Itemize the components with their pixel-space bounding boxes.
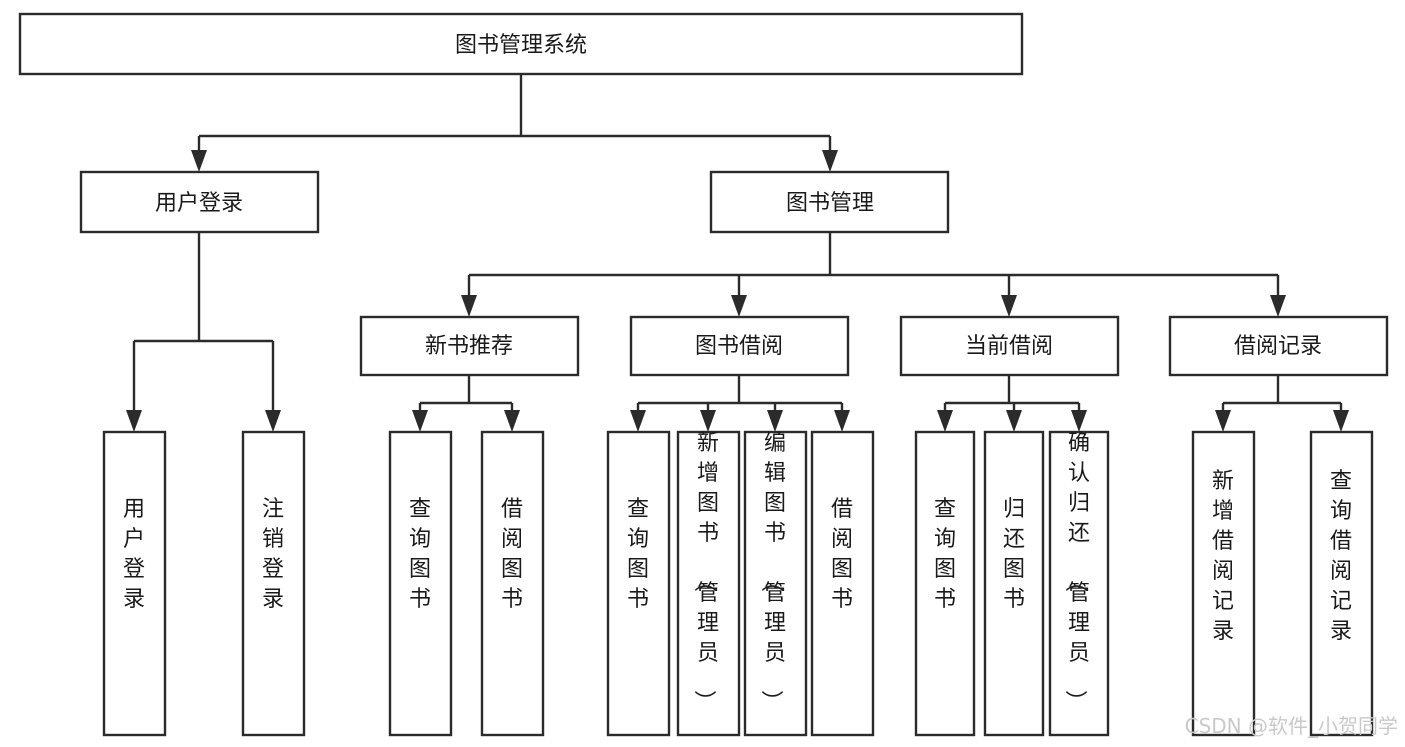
- node-user-login-label: 用户登录: [155, 191, 243, 216]
- leaf-borrow-borrow-book-label: 借阅图书: [831, 497, 853, 612]
- arrow-root-to-bookmgmt: [822, 150, 838, 172]
- leaf-current-confirm-return-label: 确认归还（管理员）: [1062, 431, 1090, 712]
- node-book-borrow[interactable]: 图书借阅: [629, 315, 850, 377]
- leaf-borrow-edit-book-box[interactable]: [743, 430, 808, 737]
- node-book-borrow-box[interactable]: [629, 315, 850, 377]
- arrow-newbook-leaf2: [504, 410, 520, 432]
- node-borrow-record-box[interactable]: [1168, 315, 1389, 377]
- node-current-borrow-box[interactable]: [899, 315, 1120, 377]
- leaf-user-login-logout-label: 注销登录: [262, 497, 284, 612]
- arrow-userlogin-leaf1: [126, 410, 142, 432]
- arrow-borrow-leaf1: [630, 410, 646, 432]
- node-book-borrow-label: 图书借阅: [695, 334, 783, 359]
- leaf-record-query-record-label: 查询借阅记录: [1330, 469, 1352, 644]
- leaf-borrow-edit-book[interactable]: 编辑图书（管理员）: [743, 430, 808, 737]
- node-new-book-recommend-box[interactable]: [359, 315, 580, 377]
- arrow-newbook-leaf1: [412, 410, 428, 432]
- csdn-watermark: CSDN @软件_小贺同学: [1185, 714, 1398, 738]
- leaf-borrow-query-book-label: 查询图书: [627, 497, 649, 612]
- node-new-book-recommend-label: 新书推荐: [425, 334, 513, 359]
- leaf-borrow-borrow-book-box[interactable]: [810, 430, 875, 737]
- node-book-management-box[interactable]: [709, 170, 950, 234]
- leaf-newbook-query-book[interactable]: 查询图书: [388, 430, 453, 737]
- arrow-root-to-userlogin: [191, 150, 207, 172]
- arrow-borrow-leaf3: [767, 410, 783, 432]
- leaf-borrow-add-book-box[interactable]: [676, 430, 741, 737]
- leaf-borrow-query-book-box[interactable]: [606, 430, 671, 737]
- leaf-newbook-borrow-book-box[interactable]: [480, 430, 545, 737]
- leaf-current-confirm-return-box[interactable]: [1048, 430, 1110, 737]
- leaf-current-return-book-label: 归还图书: [1003, 497, 1025, 612]
- leaf-user-login-login[interactable]: 用户登录: [102, 430, 167, 737]
- node-root-system-label: 图书管理系统: [455, 33, 587, 58]
- leaf-current-query-book-box[interactable]: [914, 430, 976, 737]
- leaf-record-add-record-label: 新增借阅记录: [1212, 469, 1234, 644]
- arrow-bookmgmt-to-record: [1270, 295, 1286, 317]
- edge-layer: [126, 74, 1349, 432]
- leaf-current-confirm-return[interactable]: 确认归还（管理员）: [1048, 430, 1110, 737]
- node-book-management[interactable]: 图书管理: [709, 170, 950, 234]
- leaf-borrow-add-book[interactable]: 新增图书（管理员）: [676, 430, 741, 737]
- arrow-bookmgmt-to-current: [1001, 295, 1017, 317]
- leaf-borrow-edit-book-label: 编辑图书（管理员）: [758, 431, 786, 712]
- node-book-management-label: 图书管理: [786, 191, 874, 216]
- leaf-borrow-add-book-label: 新增图书（管理员）: [691, 431, 719, 712]
- leaf-current-return-book-box[interactable]: [983, 430, 1045, 737]
- leaf-record-query-record[interactable]: 查询借阅记录: [1309, 430, 1374, 737]
- leaf-user-login-login-box[interactable]: [102, 430, 167, 737]
- leaf-newbook-borrow-book[interactable]: 借阅图书: [480, 430, 545, 737]
- arrow-bookmgmt-to-newbook: [461, 295, 477, 317]
- arrow-borrow-leaf2: [700, 410, 716, 432]
- arrow-borrow-leaf4: [834, 410, 850, 432]
- leaf-record-add-record[interactable]: 新增借阅记录: [1191, 430, 1256, 737]
- leaf-current-query-book-label: 查询图书: [934, 497, 956, 612]
- node-user-login[interactable]: 用户登录: [79, 170, 320, 234]
- arrow-userlogin-leaf2: [265, 410, 281, 432]
- leaf-user-login-logout[interactable]: 注销登录: [241, 430, 306, 737]
- leaf-newbook-query-book-label: 查询图书: [409, 497, 431, 612]
- node-user-login-box[interactable]: [79, 170, 320, 234]
- leaf-borrow-borrow-book[interactable]: 借阅图书: [810, 430, 875, 737]
- node-current-borrow-label: 当前借阅: [965, 334, 1053, 359]
- arrow-bookmgmt-to-borrow: [731, 295, 747, 317]
- leaf-record-add-record-box[interactable]: [1191, 430, 1256, 737]
- leaf-user-login-login-label: 用户登录: [123, 497, 145, 612]
- leaf-record-query-record-box[interactable]: [1309, 430, 1374, 737]
- leaf-user-login-logout-box[interactable]: [241, 430, 306, 737]
- arrow-current-leaf1: [937, 410, 953, 432]
- arrow-current-leaf3: [1071, 410, 1087, 432]
- leaf-current-query-book[interactable]: 查询图书: [914, 430, 976, 737]
- arrow-record-leaf2: [1333, 410, 1349, 432]
- node-root-system[interactable]: 图书管理系统: [18, 12, 1024, 76]
- node-borrow-record[interactable]: 借阅记录: [1168, 315, 1389, 377]
- leaf-current-return-book[interactable]: 归还图书: [983, 430, 1045, 737]
- node-current-borrow[interactable]: 当前借阅: [899, 315, 1120, 377]
- node-root-system-box[interactable]: [18, 12, 1024, 76]
- node-new-book-recommend[interactable]: 新书推荐: [359, 315, 580, 377]
- leaf-borrow-query-book[interactable]: 查询图书: [606, 430, 671, 737]
- leaf-newbook-query-book-box[interactable]: [388, 430, 453, 737]
- node-borrow-record-label: 借阅记录: [1234, 334, 1322, 359]
- arrow-current-leaf2: [1006, 410, 1022, 432]
- leaf-newbook-borrow-book-label: 借阅图书: [501, 497, 523, 612]
- arrow-record-leaf1: [1215, 410, 1231, 432]
